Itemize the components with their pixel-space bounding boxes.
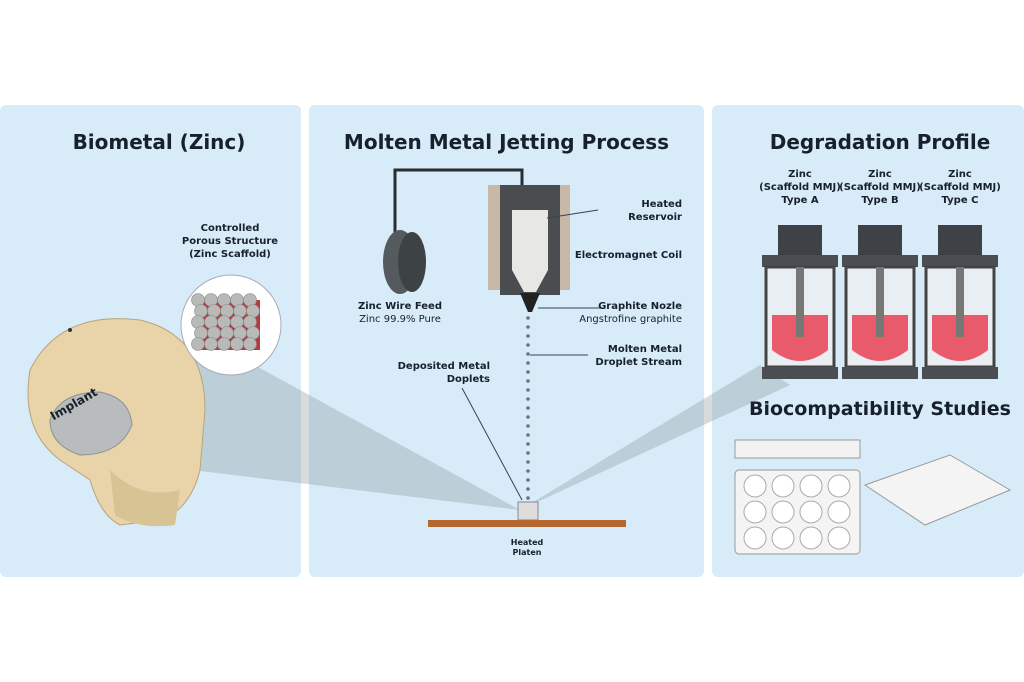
well-plate-angled: [863, 454, 1012, 526]
well: [771, 474, 795, 498]
droplet: [526, 361, 530, 365]
heated-platen: [428, 520, 626, 527]
nozzle-sub-text: Angstrofine graphite: [579, 314, 682, 325]
well: [743, 500, 767, 524]
bioreactor-b: [842, 225, 918, 379]
skull-illustration: [27, 318, 206, 527]
droplet: [526, 379, 530, 383]
well: [799, 474, 823, 498]
lattice-sphere: [243, 337, 257, 351]
title-jetting: Molten Metal Jetting Process: [343, 130, 670, 154]
type-text: (Scaffold MMJ): [759, 182, 841, 193]
type-text: (Scaffold MMJ): [839, 182, 921, 193]
droplet: [526, 442, 530, 446]
deposited-text: Deposited Metal: [397, 361, 490, 372]
well: [827, 500, 851, 524]
bioreactor-c: [922, 225, 998, 379]
well: [827, 526, 851, 550]
reservoir-text: Reservoir: [628, 212, 682, 223]
droplet: [526, 451, 530, 455]
droplet: [526, 424, 530, 428]
droplet: [526, 334, 530, 338]
callout-line: Porous Structure: [181, 236, 279, 247]
well-plate-side: [734, 439, 861, 459]
label-coil: Electromagnet Coil: [574, 250, 682, 261]
droplet: [526, 388, 530, 392]
title-biocompatibility: Biocompatibility Studies: [748, 398, 1011, 420]
well: [771, 500, 795, 524]
type-text: Zinc: [948, 169, 972, 180]
type-text: Type C: [941, 195, 979, 206]
platen-text: Platen: [512, 548, 542, 557]
well: [799, 526, 823, 550]
zoom-beam-left: [110, 330, 520, 510]
label-type-c: Zinc (Scaffold MMJ) Type C: [915, 168, 1005, 207]
graphite-nozzle: [520, 293, 540, 312]
type-text: Type A: [781, 195, 819, 206]
callout-line: Controlled: [200, 223, 260, 234]
type-text: Zinc: [868, 169, 892, 180]
heated-reservoir: [512, 210, 548, 292]
lattice-sphere: [191, 337, 205, 351]
panel-jetting: [309, 105, 704, 577]
label-reservoir: Heated Reservoir: [600, 198, 682, 224]
well: [743, 474, 767, 498]
droplet: [526, 406, 530, 410]
label-nozzle: Graphite Nozle Angstrofine graphite: [560, 300, 682, 326]
platen-text: Heated: [510, 538, 544, 547]
droplet: [526, 469, 530, 473]
type-text: Type B: [861, 195, 899, 206]
label-platen: Heated Platen: [497, 538, 557, 558]
leader-deposit: [461, 387, 523, 501]
deposited-text: Doplets: [446, 374, 490, 385]
droplet: [526, 487, 530, 491]
droplet: [526, 343, 530, 347]
title-biometal: Biometal (Zinc): [72, 130, 246, 154]
label-type-a: Zinc (Scaffold MMJ) Type A: [755, 168, 845, 207]
well: [827, 474, 851, 498]
wire-purity-text: Zinc 99.9% Pure: [359, 314, 441, 325]
well: [743, 526, 767, 550]
wire-feed-text: Zinc Wire Feed: [357, 301, 442, 312]
droplet: [526, 352, 530, 356]
label-stream: Molten Metal Droplet Stream: [580, 343, 682, 369]
well: [771, 526, 795, 550]
droplet: [526, 325, 530, 329]
callout-line: (Zinc Scaffold): [189, 249, 271, 260]
droplet: [526, 415, 530, 419]
nozzle-text: Graphite Nozle: [598, 301, 682, 312]
label-porous-structure: Controlled Porous Structure (Zinc Scaffo…: [180, 222, 280, 261]
label-wire-feed: Zinc Wire Feed Zinc 99.9% Pure: [345, 300, 455, 326]
deposited-droplets: [517, 501, 539, 521]
droplet: [526, 370, 530, 374]
bioreactor-a: [762, 225, 838, 379]
title-degradation: Degradation Profile: [769, 130, 991, 154]
droplet: [526, 460, 530, 464]
droplet: [526, 316, 530, 320]
lattice-sphere: [204, 337, 218, 351]
droplet: [526, 496, 530, 500]
type-text: Zinc: [788, 169, 812, 180]
lattice-sphere: [217, 337, 231, 351]
type-text: (Scaffold MMJ): [919, 182, 1001, 193]
stream-text: Droplet Stream: [595, 357, 682, 368]
label-type-b: Zinc (Scaffold MMJ) Type B: [835, 168, 925, 207]
wire-spool: [383, 230, 426, 294]
droplet-stream: [526, 316, 530, 500]
zoom-beam-right: [520, 365, 790, 510]
droplet: [526, 478, 530, 482]
lattice-sphere: [230, 337, 244, 351]
well: [799, 500, 823, 524]
stream-text: Molten Metal: [607, 344, 682, 355]
droplet: [526, 397, 530, 401]
scaffold-lattice: [191, 293, 260, 351]
label-deposited: Deposited Metal Doplets: [380, 360, 490, 386]
droplet: [526, 433, 530, 437]
leader-reservoir: [546, 209, 599, 219]
reservoir-text: Heated: [641, 199, 682, 210]
